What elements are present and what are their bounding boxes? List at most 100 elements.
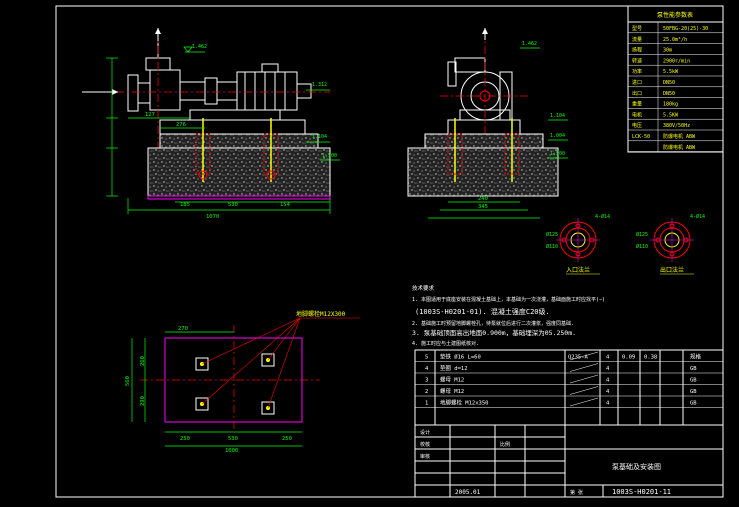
spec-value: 5.5kW	[663, 69, 679, 75]
spec-label: 型号	[632, 25, 642, 32]
inlet-flange-detail: 4-Ø14 Ø125 Ø110 入口法兰	[546, 213, 610, 275]
concrete-block	[147, 147, 331, 197]
elevation-markers-front: 1.462 1.312 1.104 1.500	[183, 44, 340, 161]
spec-value: 5.5KW	[663, 112, 679, 118]
dim-text: 1070	[206, 214, 219, 220]
title-label: 校核	[420, 441, 430, 448]
spec-value: DN50	[663, 91, 675, 97]
title-label: 审核	[420, 453, 430, 460]
spec-value: 25.0m³/h	[663, 37, 687, 43]
drawing-title: 泵基础及安装图	[612, 462, 661, 471]
spec-label: 电压	[632, 122, 642, 129]
flange-label: Ø110	[636, 243, 648, 250]
spec-value: 50FBG-20(25)-30	[663, 26, 708, 32]
elevation-label: 1.462	[522, 41, 537, 47]
bolt-hole	[261, 401, 275, 415]
dim-text: 270	[178, 326, 188, 332]
note-line: 4. 施工时应与土建图纸核对.	[412, 340, 479, 347]
flange-title: 入口法兰	[566, 266, 590, 274]
dim-text: 260	[140, 356, 146, 366]
dim-text: 250	[282, 436, 292, 442]
note-line: (1003S-H0201-01). 混凝土强度C20级.	[415, 307, 550, 316]
spec-value: DN50	[663, 80, 675, 86]
flange-label: Ø125	[636, 231, 648, 238]
dim-text: 290	[140, 396, 146, 406]
dim-text: 127	[145, 112, 155, 118]
spec-value: 30m	[663, 48, 672, 54]
parts-cell: 4	[425, 366, 429, 372]
pump-casing	[149, 69, 181, 111]
elevation-label: 1.004	[550, 133, 565, 139]
spec-label: 流量	[632, 36, 642, 43]
title-label: 比例	[500, 441, 510, 448]
dim-text: 250	[180, 436, 190, 442]
dim-text: 154	[280, 202, 291, 208]
parts-cell: 垫铁 Ø16 L=60	[440, 353, 481, 361]
parts-cell: 3	[425, 378, 428, 384]
foundation-plan: 地脚螺栓M12X300 270 250 530 250 1000 560 260…	[125, 310, 360, 454]
foundation-outline	[164, 337, 303, 423]
spec-value: 防爆电机 ABW	[663, 133, 696, 140]
dim-text: 185	[180, 202, 190, 208]
title-label: 设计	[420, 429, 430, 436]
side-dimensions: 240 345 1.462 1.104 1.004 1.500	[428, 41, 568, 219]
spec-label: 出口	[632, 90, 642, 97]
coupling	[204, 77, 218, 105]
outlet-flange-detail: 4-Ø14 Ø125 Ø110 出口法兰	[636, 213, 705, 275]
flange-label: 4-Ø14	[690, 213, 705, 220]
spec-label: 功率	[632, 68, 642, 75]
parts-cell: GB	[690, 401, 697, 407]
spec-label: 进口	[632, 79, 642, 86]
title-block: 设计 校核 审核 比例 第 张 泵基础及安装图 1003S-H0201-11 2…	[414, 424, 724, 498]
inlet-flange	[127, 74, 139, 112]
spec-value: 180kg	[663, 102, 678, 108]
dim-text: 240	[478, 196, 488, 202]
front-dimensions: 127 276 185 530 154 1070	[106, 57, 331, 220]
spec-label: LCK-50	[632, 134, 650, 140]
elevation-label: 1.104	[312, 134, 327, 140]
parts-cell: GB	[690, 378, 697, 384]
flange-label: 4-Ø14	[595, 213, 610, 220]
motor	[236, 71, 298, 111]
flange-label: Ø110	[546, 243, 558, 250]
parts-cell: 螺母 M12	[440, 376, 464, 384]
elevation-label: 1.312	[312, 82, 327, 88]
spec-label: 重量	[632, 101, 642, 108]
bolt-hole	[261, 353, 275, 367]
parts-cell: 规格	[690, 353, 702, 361]
parts-cell: 0.09	[622, 355, 635, 361]
dim-text: 560	[125, 376, 131, 386]
side-view-pump	[440, 28, 530, 150]
flange-label: Ø125	[546, 231, 558, 238]
elevation-label: 1.500	[322, 153, 337, 159]
parts-cell: 4	[606, 401, 610, 407]
front-foundation	[147, 118, 331, 200]
bolt-hole	[195, 397, 209, 411]
bolt-hole	[195, 357, 209, 371]
note-line: 1. 本图适用于底座安装在混凝土基础上，本基础为一次浇灌，基础面施工时应找平(−…	[412, 296, 605, 303]
parts-cell: 0.38	[644, 355, 657, 361]
parts-cell: 4	[606, 366, 610, 372]
parts-cell: 螺母 M12	[440, 387, 464, 395]
parts-cell: GB	[690, 366, 697, 372]
parts-cell: 2	[425, 389, 428, 395]
dim-text: 345	[478, 204, 488, 210]
spec-label: 扬程	[632, 47, 642, 54]
parts-cell: 4	[606, 378, 610, 384]
elevation-label: 1.104	[550, 113, 565, 119]
spec-table-title: 泵性能参数表	[657, 11, 693, 19]
spec-label: 转速	[632, 57, 642, 64]
elevation-label: 1.462	[192, 44, 207, 50]
side-foundation	[407, 118, 559, 197]
technical-notes: 技术要求 1. 本图适用于底座安装在混凝土基础上，本基础为一次浇灌，基础面施工时…	[412, 284, 605, 347]
note-line: 3. 泵基础顶面高出地面0.900m，基础埋深为05.250m.	[412, 328, 576, 337]
front-view-pump	[82, 28, 330, 150]
spec-label: 电机	[632, 111, 642, 118]
spec-table: 泵性能参数表 型号 50FBG-20(25)-30 流量 25.0m³/h 扬程 30m 转…	[627, 5, 724, 153]
spec-value: 2900r/min	[663, 58, 690, 64]
parts-cell: 5	[425, 355, 428, 361]
parts-cell: 垫圈 d=12	[440, 364, 468, 372]
dim-text: 530	[228, 202, 238, 208]
